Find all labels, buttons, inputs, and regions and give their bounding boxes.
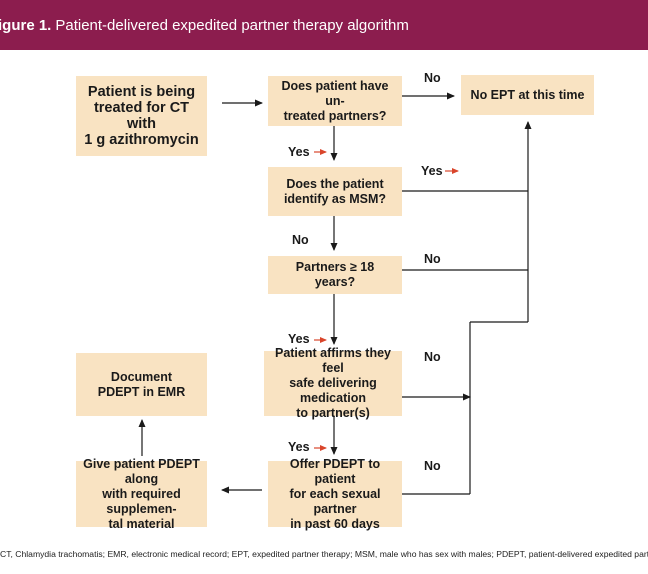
figure-title: Patient-delivered expedited partner ther… <box>55 16 409 34</box>
document-pdept-box: Document PDEPT in EMR <box>76 353 207 416</box>
offer-pdept-box: Offer PDEPT to patient for each sexual p… <box>268 457 402 531</box>
label-no-age: No <box>424 252 441 266</box>
figure-label: igure 1. <box>0 16 52 34</box>
label-yes-untreated: Yes <box>288 145 310 159</box>
label-no-offer: No <box>424 459 441 473</box>
label-no-safe: No <box>424 350 441 364</box>
msm-question-box: Does the patient identify as MSM? <box>268 167 402 216</box>
give-pdept-box: Give patient PDEPT along with required s… <box>76 457 207 531</box>
label-yes-safe: Yes <box>288 440 310 454</box>
start-box: Patient is being treated for CT with 1 g… <box>76 76 207 156</box>
untreated-partners-box: Does patient have un- treated partners? <box>268 76 402 126</box>
safe-delivery-box: Patient affirms they feel safe deliverin… <box>264 346 402 420</box>
label-yes-msm: Yes <box>421 164 443 178</box>
label-yes-age: Yes <box>288 332 310 346</box>
no-ept-box: No EPT at this time <box>461 75 594 115</box>
label-no-untreated: No <box>424 71 441 85</box>
partners-age-box: Partners ≥ 18 years? <box>268 256 402 294</box>
figure-header: igure 1. Patient-delivered expedited par… <box>0 0 648 50</box>
footnote: CT, Chlamydia trachomatis; EMR, electron… <box>0 549 648 559</box>
label-no-msm: No <box>292 233 309 247</box>
